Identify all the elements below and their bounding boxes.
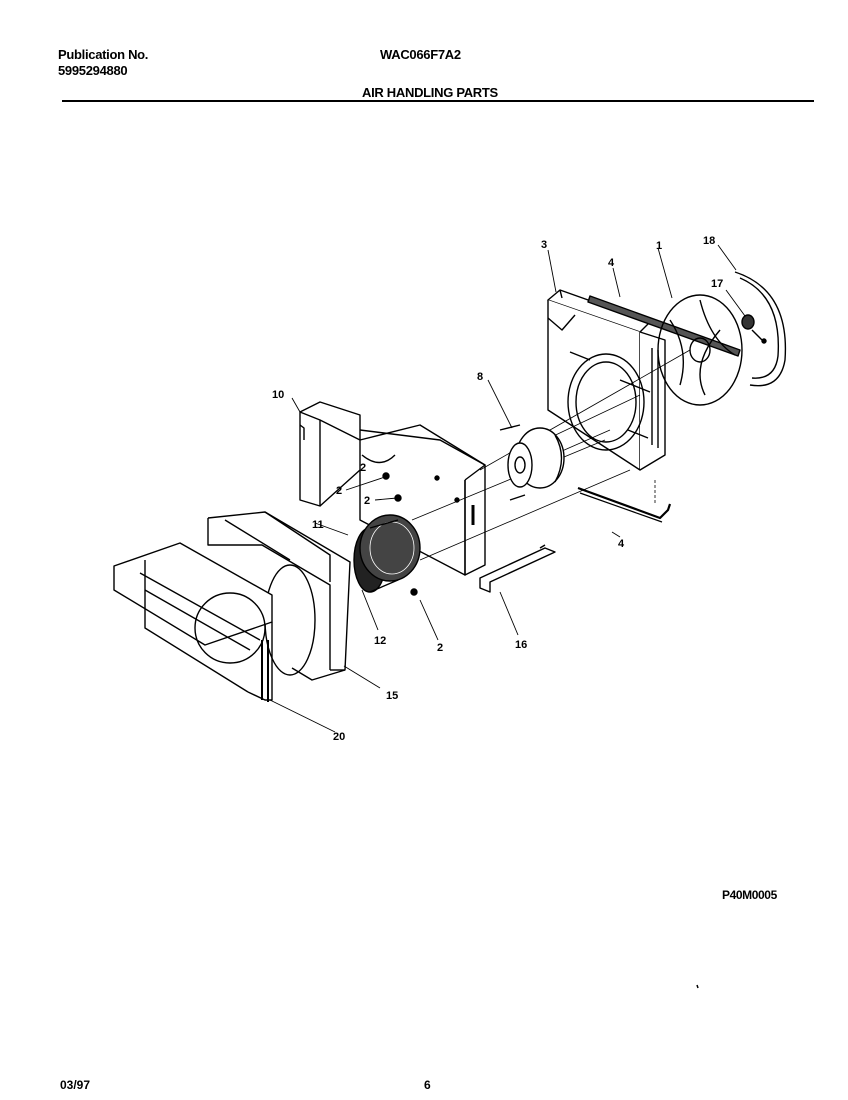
motor-part: [499, 424, 565, 501]
shroud-part: [207, 511, 351, 681]
blower-wheel-part: [353, 514, 421, 593]
callout-8: 8: [477, 371, 483, 383]
drain-trough-part: [479, 544, 556, 593]
model-number: WAC066F7A2: [380, 47, 461, 62]
callout-16: 16: [515, 639, 527, 651]
scroll-housing-part: [547, 289, 666, 471]
callout-2-c: 2: [437, 642, 443, 654]
publication-label: Publication No.: [58, 47, 149, 62]
section-title: AIR HANDLING PARTS: [362, 85, 498, 100]
callout-1: 1: [656, 240, 662, 252]
fan-blade-part: [657, 294, 743, 406]
callout-4-a: 4: [608, 257, 615, 269]
discharge-duct-part: [113, 542, 273, 702]
callout-20: 20: [333, 731, 345, 743]
clip-part: [741, 314, 767, 344]
callout-18: 18: [703, 235, 715, 247]
callout-12: 12: [374, 635, 386, 647]
callout-2-b: 2: [364, 495, 370, 507]
footer-date: 03/97: [60, 1078, 91, 1092]
callout-2-a: 2: [336, 485, 342, 497]
callout-leaders: [269, 244, 746, 733]
header-rule: [62, 100, 814, 102]
callout-10: 10: [272, 389, 284, 401]
stray-mark: [696, 984, 699, 989]
callout-4-b: 4: [618, 538, 625, 550]
publication-number: 5995294880: [58, 63, 128, 78]
screws-part: [382, 472, 460, 596]
callout-17: 17: [711, 278, 723, 290]
callout-2-d: 2: [360, 462, 366, 474]
gasket-strip-part: [577, 295, 741, 523]
figure-code: P40M0005: [722, 888, 777, 902]
callout-3: 3: [541, 239, 547, 251]
slinger-ring-part: [734, 271, 787, 387]
page-number: 6: [424, 1078, 431, 1092]
callout-15: 15: [386, 690, 398, 702]
callout-11: 11: [312, 519, 324, 531]
